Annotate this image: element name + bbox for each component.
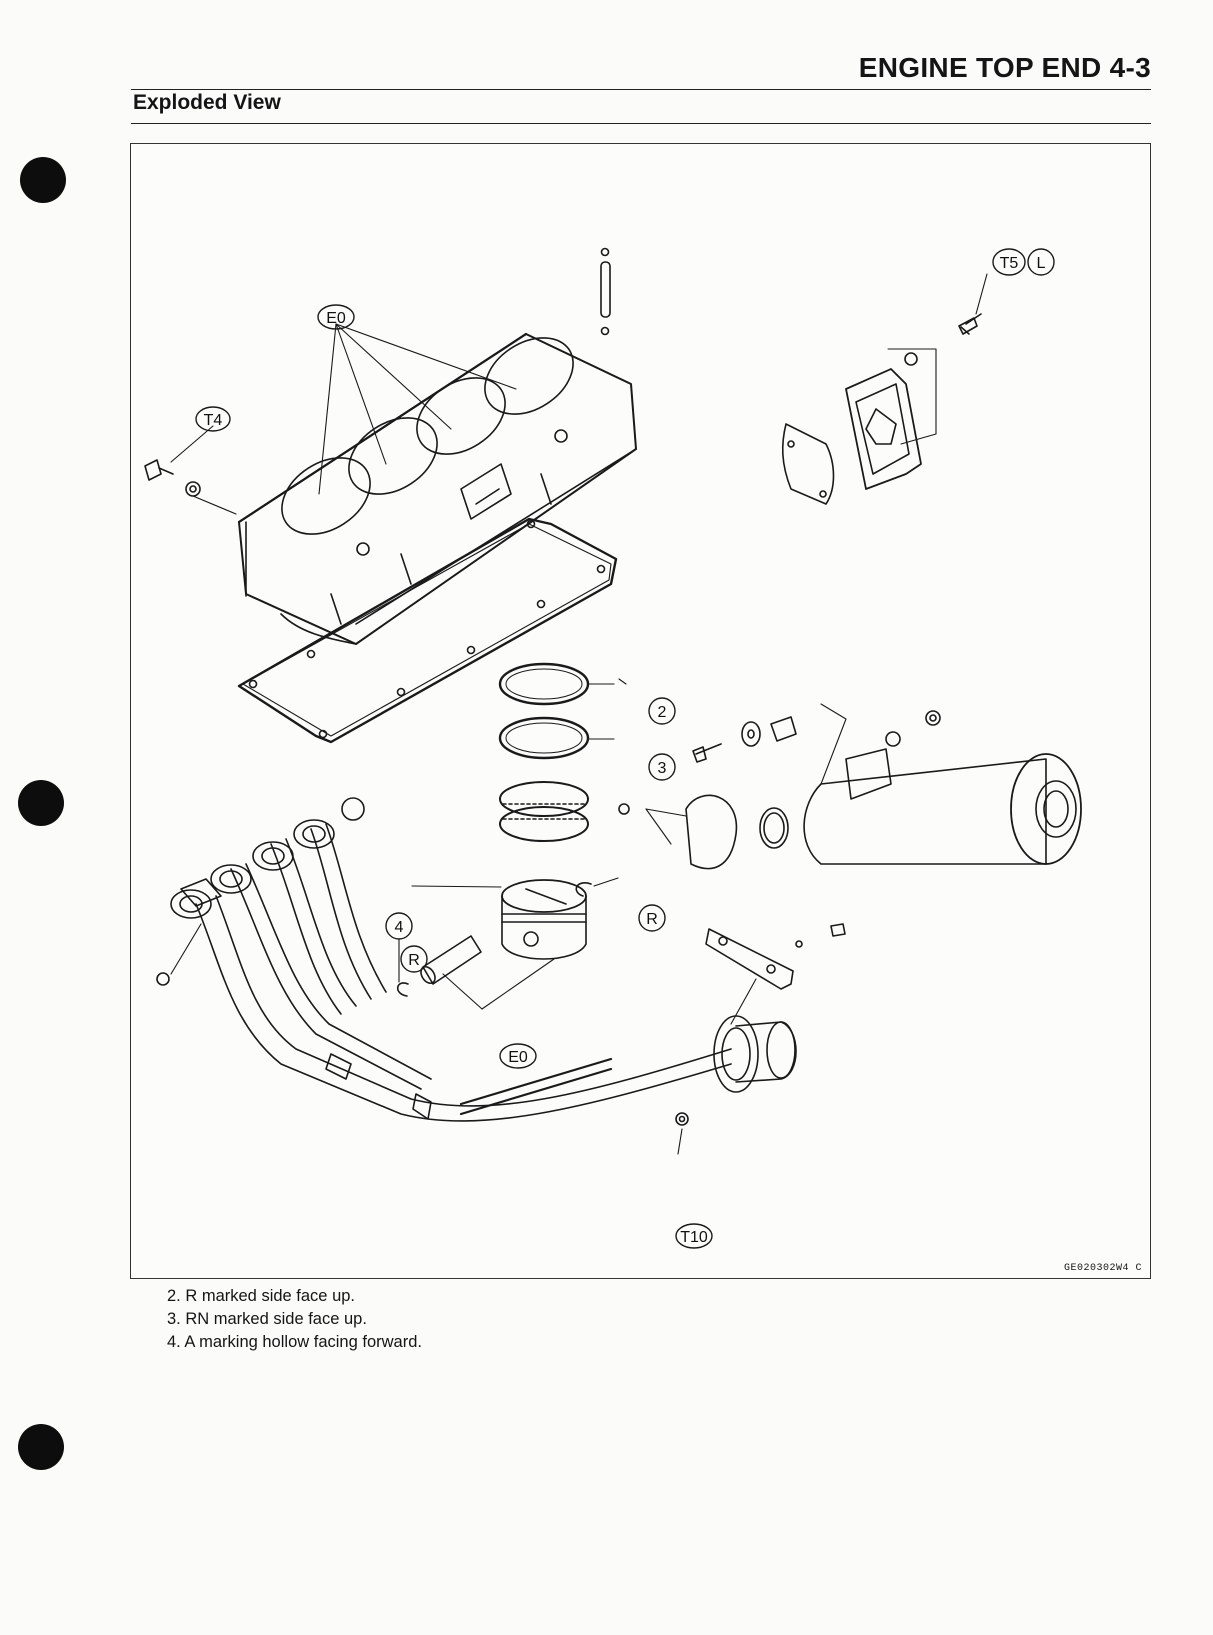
callout-t4: T4 xyxy=(204,412,223,429)
heat-shield-cover-drawing xyxy=(618,794,738,870)
leader-lines xyxy=(170,273,988,1155)
exhaust-outlet-drawing xyxy=(675,1015,797,1126)
note-item: 3. RN marked side face up. xyxy=(167,1310,367,1328)
callout-part-4: 4 xyxy=(395,919,404,936)
section-title: Exploded View xyxy=(133,91,281,114)
callout-t10: T10 xyxy=(680,1229,708,1246)
bolt-t4-drawing xyxy=(144,459,237,515)
callout-e0-bottom: E0 xyxy=(508,1049,528,1066)
circlip-right-drawing xyxy=(575,882,592,897)
piston-ring-3-drawing xyxy=(498,716,590,760)
spacer-bolt-drawing xyxy=(692,716,797,763)
circlip-left-drawing xyxy=(396,982,409,997)
callout-e0-top: E0 xyxy=(326,310,346,327)
oil-ring-drawing xyxy=(499,781,589,842)
figure-notes: 2. R marked side face up. 3. RN marked s… xyxy=(167,1285,422,1354)
punch-hole-top xyxy=(20,157,66,203)
callout-part-3: 3 xyxy=(658,760,667,777)
chapter-title: ENGINE TOP END 4-3 xyxy=(858,52,1151,83)
callout-r-right: R xyxy=(646,911,658,928)
callout-bubbles xyxy=(195,248,1055,1249)
punch-hole-middle xyxy=(18,780,64,826)
cylinder-gasket-drawing xyxy=(237,517,618,744)
cylinder-block-drawing xyxy=(237,332,637,645)
note-item: 4. A marking hollow facing forward. xyxy=(167,1333,422,1351)
muffler-drawing xyxy=(803,710,1082,865)
rear-cover-drawing xyxy=(781,313,982,505)
muffler-gasket-drawing xyxy=(759,807,789,849)
exhaust-header-drawing xyxy=(156,797,732,1122)
callout-r-left: R xyxy=(408,952,420,969)
callout-t5: T5 xyxy=(1000,255,1019,272)
dowel-pin-drawing xyxy=(600,247,611,336)
punch-hole-bottom xyxy=(18,1424,64,1470)
figure-id: GE020302W4 C xyxy=(1063,1263,1142,1274)
header-rule xyxy=(131,89,1151,90)
exploded-view-figure: E0 T4 T5 L 2 3 4 R R E0 T10 GE020302W4 C xyxy=(130,143,1151,1279)
section-rule xyxy=(131,123,1151,124)
piston-drawing xyxy=(501,879,587,960)
exhaust-bracket-drawing xyxy=(705,923,846,990)
note-item: 2. R marked side face up. xyxy=(167,1287,356,1305)
exploded-view-drawing: E0 T4 T5 L 2 3 4 R R E0 T10 xyxy=(144,247,1082,1249)
callout-part-2: 2 xyxy=(658,704,667,721)
callout-l: L xyxy=(1037,255,1046,272)
piston-ring-2-drawing xyxy=(498,662,590,706)
